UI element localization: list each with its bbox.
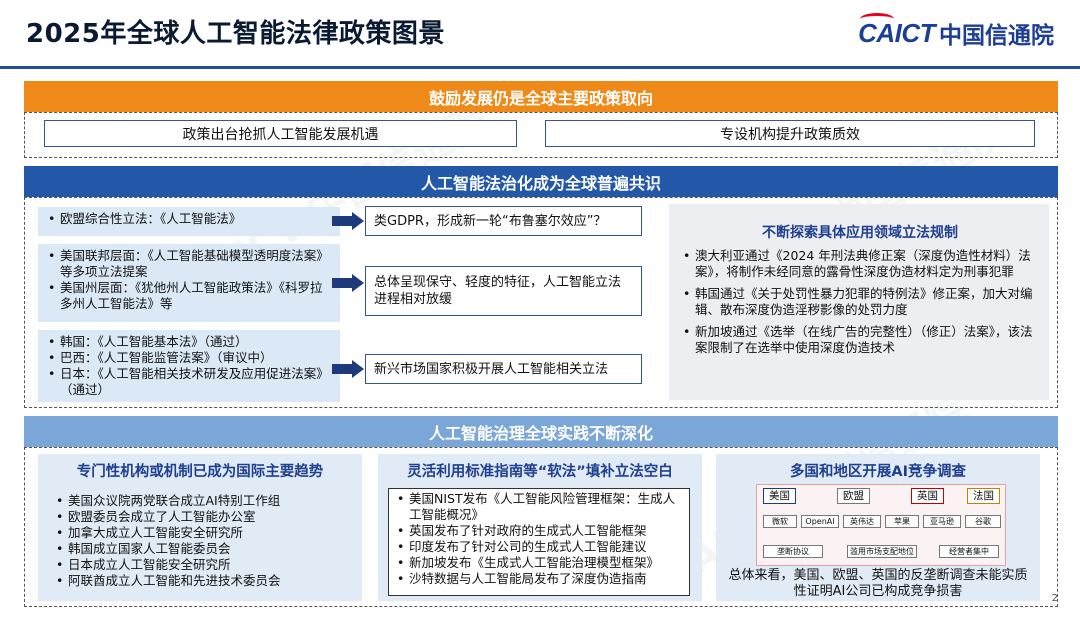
- col2-title: 灵活利用标准指南等“软法”填补立法空白: [407, 464, 673, 480]
- company-label: 亚马逊: [923, 515, 961, 528]
- list-item: 英国发布了针对政府的生成式人工智能框架: [395, 523, 683, 539]
- arrow-icon: [332, 274, 366, 292]
- company-label: 微软: [763, 515, 797, 528]
- right-panel-title: 不断探索具体应用领域立法规制: [762, 225, 958, 241]
- company-label: 苹果: [885, 515, 919, 528]
- list-item: 巴西：《人工智能监管法案》（审议中）: [46, 350, 334, 366]
- list-item: 美国众议院两党联合成立AI特别工作组: [54, 493, 354, 509]
- list-item: 印度发布了针对公司的生成式人工智能建议: [395, 539, 683, 555]
- list-item: 日本：《人工智能相关技术研发及应用促进法案》（通过）: [46, 366, 334, 398]
- group1-summary: 类GDPR，形成新一轮“布鲁塞尔效应”？: [365, 206, 642, 236]
- section2-title: 人工智能法治化成为全球普遍共识: [24, 166, 1058, 197]
- col3-title: 多国和地区开展AI竞争调查: [789, 464, 967, 480]
- region-label: 美国: [763, 488, 796, 504]
- section3-frame: [24, 447, 1058, 607]
- region-label: 法国: [967, 488, 1000, 504]
- col1-title: 专门性机构或机制已成为国际主要趋势: [76, 464, 324, 480]
- list-item: 新加坡发布《生成式人工智能治理模型框架》: [395, 555, 683, 571]
- list-item: 韩国：《人工智能基本法》（通过）: [46, 334, 334, 350]
- competition-diagram: 美国 欧盟 英国 法国 微软 OpenAI 英伟达 苹果 亚马逊 谷歌 垄断协议…: [756, 484, 1006, 566]
- list-item: 美国联邦层面：《人工智能基础模型透明度法案》等多项立法提案: [46, 248, 334, 280]
- list-item: 加拿大成立人工智能安全研究所: [54, 525, 354, 541]
- list-item: 欧盟委员会成立了人工智能办公室: [54, 509, 354, 525]
- group3-box: 韩国：《人工智能基本法》（通过） 巴西：《人工智能监管法案》（审议中） 日本：《…: [38, 330, 340, 402]
- right-panel: 不断探索具体应用领域立法规制 澳大利亚通过《2024 年刑法典修正案（深度伪造性…: [669, 204, 1049, 400]
- group3-summary: 新兴市场国家积极开展人工智能相关立法: [365, 354, 642, 384]
- company-label: 谷歌: [965, 515, 1001, 528]
- header-rule: [0, 66, 1080, 69]
- issue-label: 滥用市场支配地位: [847, 545, 917, 558]
- list-item: 澳大利亚通过《2024 年刑法典修正案（深度伪造性材料）法案》，将制作未经同意的…: [681, 248, 1039, 280]
- logo-mark: CAICT: [858, 12, 935, 49]
- section1-title: 鼓励发展仍是全球主要政策取向: [24, 81, 1058, 112]
- list-item: 韩国通过《关于处罚性暴力犯罪的特例法》修正案，加大对编辑、散布深度伪造淫秽影像的…: [681, 286, 1039, 318]
- arrow-icon: [332, 212, 366, 230]
- logo-text: 中国信通院: [939, 23, 1054, 49]
- caict-logo: CAICT 中国信通院: [858, 12, 1054, 50]
- issue-label: 垄断协议: [763, 545, 823, 558]
- list-item: 阿联酋成立人工智能和先进技术委员会: [54, 573, 354, 589]
- list-item: 美国NIST发布《人工智能风险管理框架：生成人工智能概况》: [395, 491, 683, 523]
- section1-box-2: 专设机构提升政策质效: [545, 120, 1035, 147]
- logo-arc-icon: [860, 12, 895, 25]
- section2-frame: [24, 197, 1058, 408]
- issue-label: 经营者集中: [939, 545, 999, 558]
- group2-box: 美国联邦层面：《人工智能基础模型透明度法案》等多项立法提案 美国州层面：《犹他州…: [38, 244, 340, 322]
- region-label: 欧盟: [837, 488, 870, 504]
- list-item: 新加坡通过《选举（在线广告的完整性）（修正）法案》，该法案限制了在选举中使用深度…: [681, 324, 1039, 356]
- company-label: 英伟达: [843, 515, 881, 528]
- col-institutions: 专门性机构或机制已成为国际主要趋势 美国众议院两党联合成立AI特别工作组 欧盟委…: [38, 454, 362, 601]
- region-label: 英国: [911, 488, 944, 504]
- section1-box-1: 政策出台抢抓人工智能发展机遇: [44, 120, 517, 147]
- list-item: 沙特数据与人工智能局发布了深度伪造指南: [395, 571, 683, 587]
- list-item: 韩国成立国家人工智能委员会: [54, 541, 354, 557]
- section1-frame: [24, 112, 1058, 158]
- col2-list-box: 美国NIST发布《人工智能风险管理框架：生成人工智能概况》 英国发布了针对政府的…: [388, 488, 690, 596]
- list-item: 美国州层面：《犹他州人工智能政策法》《科罗拉多州人工智能法》等: [46, 280, 334, 312]
- group1-box: 欧盟综合性立法：《人工智能法》: [38, 207, 340, 236]
- group2-summary: 总体呈现保守、轻度的特征，人工智能立法进程相对放缓: [365, 266, 642, 316]
- company-label: OpenAI: [801, 515, 839, 528]
- page-title: 2025年全球人工智能法律政策图景: [26, 19, 445, 49]
- list-item: 欧盟综合性立法：《人工智能法》: [46, 211, 334, 227]
- section3-title: 人工智能治理全球实践不断深化: [24, 416, 1058, 447]
- col-soft-law: 灵活利用标准指南等“软法”填补立法空白 美国NIST发布《人工智能风险管理框架：…: [378, 454, 702, 601]
- list-item: 日本成立人工智能安全研究所: [54, 557, 354, 573]
- arrow-icon: [332, 360, 366, 378]
- page-number: 2: [1051, 593, 1058, 604]
- col3-summary: 总体来看，美国、欧盟、英国的反垄断调查未能实质性证明AI公司已构成竞争损害: [728, 568, 1028, 599]
- col-competition: 多国和地区开展AI竞争调查 美国 欧盟 英国 法国 微软 OpenAI 英伟达 …: [716, 454, 1040, 601]
